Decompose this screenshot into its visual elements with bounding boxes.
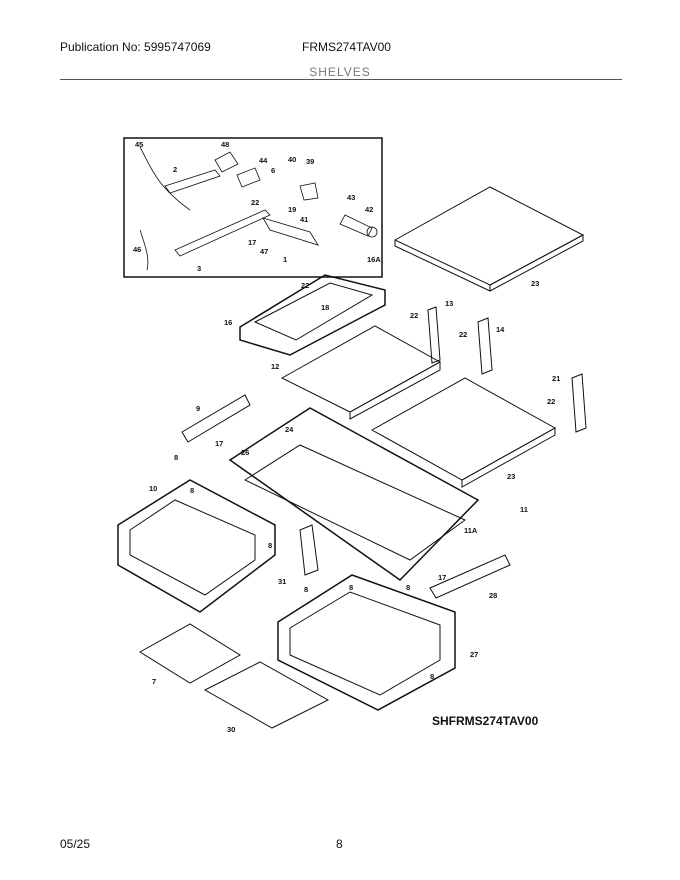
callout-2: 2 — [173, 165, 177, 174]
callout-23: 23 — [507, 472, 515, 481]
callout-30: 30 — [227, 725, 235, 734]
callout-22: 22 — [301, 281, 309, 290]
section-title: SHELVES — [309, 65, 371, 79]
callout-9: 9 — [196, 404, 200, 413]
footer-page-number: 8 — [336, 837, 343, 851]
shelf-16 — [239, 274, 386, 356]
callout-22: 22 — [547, 397, 555, 406]
glass-shelf-top — [393, 186, 585, 292]
drawer-right-frame — [277, 574, 456, 711]
callout-16: 16 — [224, 318, 232, 327]
callout-8: 8 — [268, 541, 272, 550]
callout-42: 42 — [365, 205, 373, 214]
callout-39: 39 — [306, 157, 314, 166]
callout-7: 7 — [152, 677, 156, 686]
drawer-left-frame — [117, 479, 276, 613]
callout-22: 22 — [410, 311, 418, 320]
callout-31: 31 — [278, 577, 286, 586]
callout-8: 8 — [190, 486, 194, 495]
callout-28: 28 — [489, 591, 497, 600]
callout-46: 46 — [133, 245, 141, 254]
callout-10: 10 — [149, 484, 157, 493]
callout-17: 17 — [438, 573, 446, 582]
callout-11: 11 — [520, 505, 528, 514]
callout-8: 8 — [430, 672, 434, 681]
callout-23: 23 — [531, 279, 539, 288]
shelf-rails — [181, 306, 587, 599]
diagram-code: SHFRMS274TAV00 — [432, 714, 539, 728]
callout-17: 17 — [215, 439, 223, 448]
header-rule — [60, 79, 622, 80]
model-number: FRMS274TAV00 — [302, 40, 391, 54]
callout-8: 8 — [174, 453, 178, 462]
callout-44: 44 — [259, 156, 268, 165]
callout-11A: 11A — [464, 526, 478, 535]
shelf-12 — [280, 325, 442, 420]
callout-12: 12 — [271, 362, 279, 371]
publication-number: Publication No: 5995747069 — [60, 40, 211, 54]
callout-48: 48 — [221, 140, 229, 149]
callout-26: 26 — [241, 448, 249, 457]
callout-47: 47 — [260, 247, 268, 256]
callout-16A: 16A — [367, 255, 381, 264]
callout-18: 18 — [321, 303, 329, 312]
crisper-cover-frame — [228, 407, 480, 581]
footer-date: 05/25 — [60, 837, 91, 851]
callout-13: 13 — [445, 299, 453, 308]
drawer-panels — [139, 623, 330, 729]
shelf-23-lower — [370, 377, 557, 488]
callout-3: 3 — [197, 264, 201, 273]
light-assembly-illustration — [139, 146, 378, 271]
callout-19: 19 — [288, 205, 296, 214]
callout-17: 17 — [248, 238, 256, 247]
callout-40: 40 — [288, 155, 296, 164]
callout-6: 6 — [271, 166, 275, 175]
callout-45: 45 — [135, 140, 143, 149]
callout-1: 1 — [283, 255, 287, 264]
callout-8: 8 — [349, 583, 353, 592]
callout-24: 24 — [285, 425, 294, 434]
callout-27: 27 — [470, 650, 478, 659]
callout-14: 14 — [496, 325, 505, 334]
callout-22: 22 — [459, 330, 467, 339]
callout-8: 8 — [406, 583, 410, 592]
callout-21: 21 — [552, 374, 560, 383]
inset-box — [123, 137, 383, 278]
callout-41: 41 — [300, 215, 308, 224]
callout-22: 22 — [251, 198, 259, 207]
callout-8: 8 — [304, 585, 308, 594]
callout-43: 43 — [347, 193, 355, 202]
